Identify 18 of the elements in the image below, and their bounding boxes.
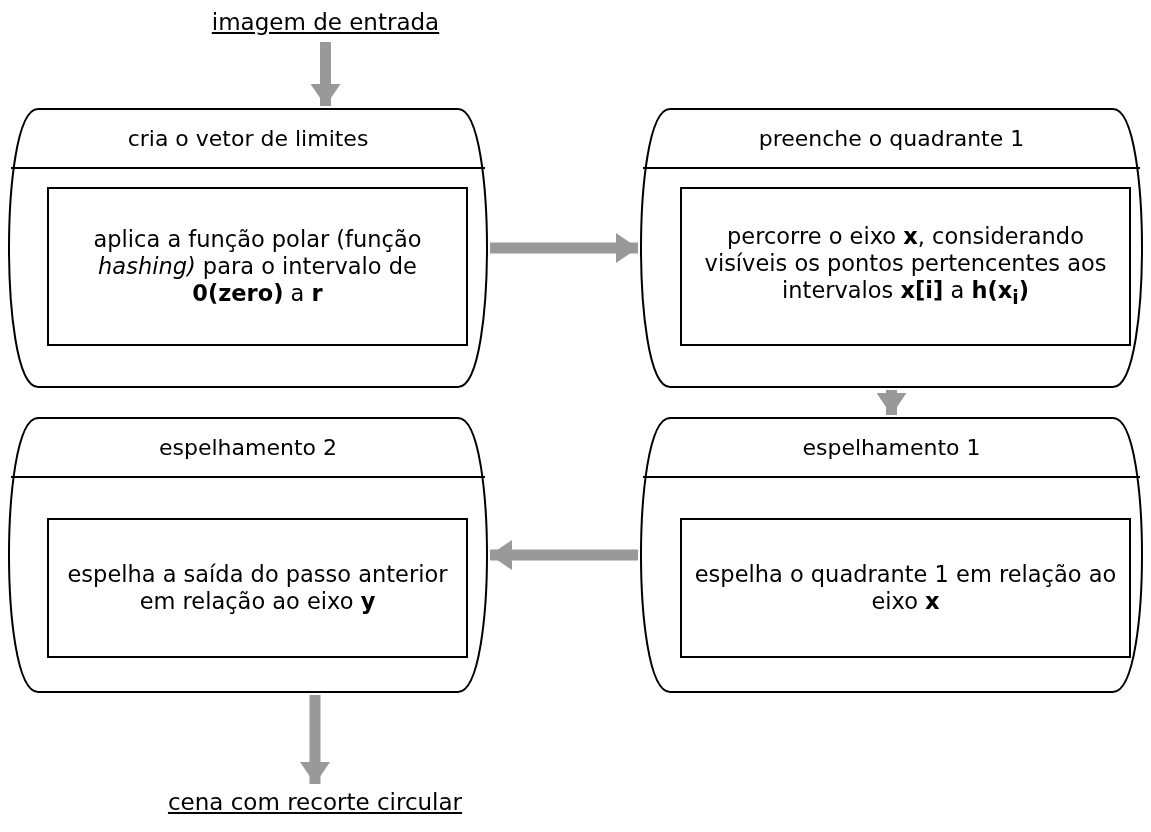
step-panel xyxy=(8,108,488,388)
flow-label: cena com recorte circular xyxy=(165,786,465,820)
step-title: espelhamento 2 xyxy=(158,433,338,462)
step-title: cria o vetor de limites xyxy=(126,124,370,153)
flow-arrow xyxy=(310,42,341,106)
flow-arrow xyxy=(876,390,907,415)
step-title: espelhamento 1 xyxy=(801,433,982,462)
step-panel xyxy=(640,417,1143,693)
flow-arrow xyxy=(490,540,638,570)
flow-label: imagem de entrada xyxy=(203,6,448,40)
description-box: espelha o quadrante 1 em relação ao eixo x xyxy=(680,518,1131,658)
description-box: espelha a saída do passo anterior em relação ao eixo y xyxy=(47,518,468,658)
flow-arrow xyxy=(490,233,638,263)
step-panel xyxy=(8,417,488,693)
step-title: preenche o quadrante 1 xyxy=(757,124,1026,153)
flow-arrow xyxy=(300,695,330,784)
description-box: percorre o eixo x, considerando visíveis os pontos pertencentes aos intervalos x[i] a h(x$_{i}$) xyxy=(680,187,1131,346)
step-panel xyxy=(640,108,1143,388)
